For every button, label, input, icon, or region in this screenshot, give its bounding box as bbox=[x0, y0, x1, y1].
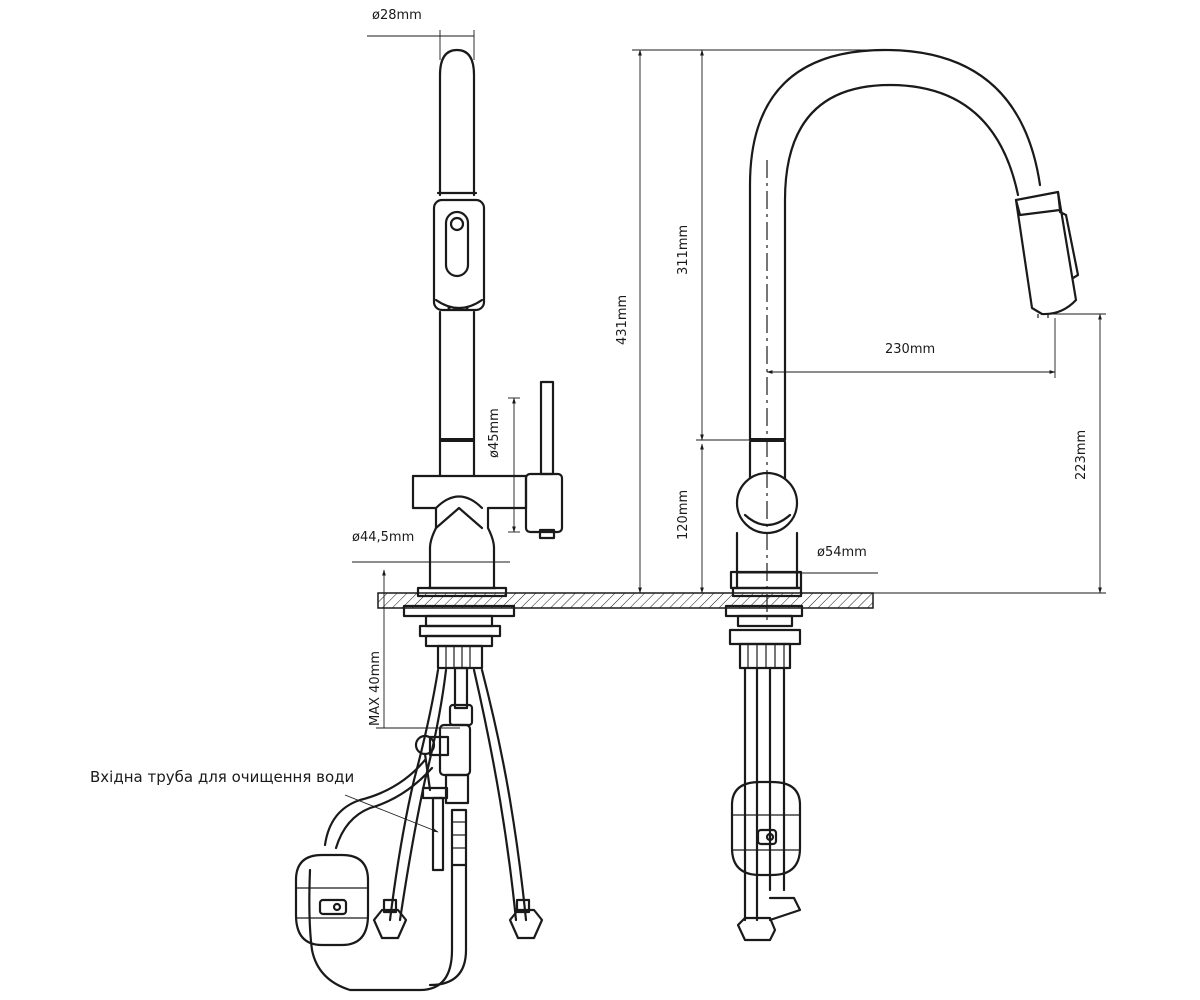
side-mounting-hardware bbox=[724, 604, 804, 670]
dim-label-lever-diameter: ø45mm bbox=[487, 408, 502, 458]
dim-label-body-height: 120mm bbox=[676, 490, 691, 540]
dim-label-outlet-height: 223mm bbox=[1074, 430, 1089, 480]
side-view bbox=[724, 48, 1080, 942]
dim-label-spout-diameter: ø28mm bbox=[372, 8, 422, 23]
dim-label-reach: 230mm bbox=[885, 342, 935, 357]
side-spray-head bbox=[1014, 190, 1080, 318]
note-filter-inlet: Вхідна труба для очищення води bbox=[90, 768, 354, 786]
front-pullout-hose bbox=[308, 666, 474, 992]
dim-label-base-diameter: ø44,5mm bbox=[352, 530, 414, 545]
front-supply-hoses bbox=[372, 668, 544, 940]
side-gooseneck-spout bbox=[748, 48, 1042, 442]
front-spray-head bbox=[432, 198, 486, 312]
front-spout-tube bbox=[436, 48, 478, 197]
front-view bbox=[294, 48, 564, 992]
side-faucet-body bbox=[729, 440, 803, 598]
dim-label-max-thickness: MAX 40mm bbox=[368, 651, 383, 726]
front-lower-tube bbox=[438, 310, 476, 477]
side-hoses bbox=[736, 666, 802, 942]
dimension-lines bbox=[344, 30, 1106, 833]
front-faucet-body bbox=[411, 474, 528, 598]
front-mounting-hardware bbox=[402, 604, 516, 670]
front-counterweight bbox=[294, 853, 370, 947]
side-counterweight bbox=[730, 780, 802, 877]
dim-label-spout-height: 311mm bbox=[676, 225, 691, 275]
dim-label-side-base-diameter: ø54mm bbox=[817, 545, 867, 560]
dim-label-total-height: 431mm bbox=[615, 295, 630, 345]
front-handle bbox=[524, 380, 564, 540]
